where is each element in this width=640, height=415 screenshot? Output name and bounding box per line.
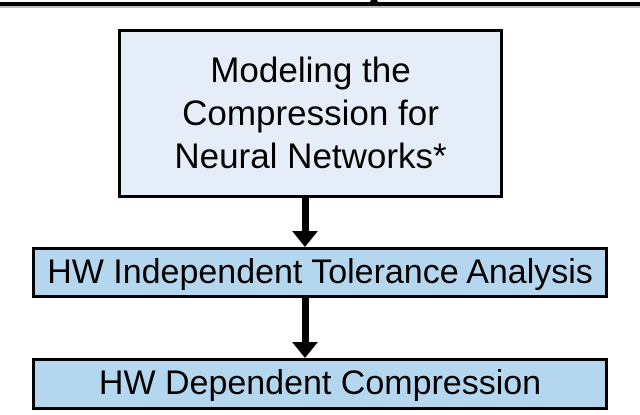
flow-node-modeling: Modeling the Compression for Neural Netw… <box>118 29 503 198</box>
flow-arrow-1 <box>292 197 318 247</box>
header-rule <box>0 2 640 6</box>
cropped-text-fragment <box>369 0 379 3</box>
flow-node-hw-dependent-compression: HW Dependent Compression <box>32 358 608 410</box>
arrow-shaft <box>301 297 309 344</box>
flow-arrow-2 <box>292 297 318 358</box>
flow-node-hw-dependent-label: HW Dependent Compression <box>98 364 542 403</box>
flow-node-hw-independent-tolerance-analysis: HW Independent Tolerance Analysis <box>32 247 608 298</box>
arrow-shaft <box>301 197 309 233</box>
down-arrow-icon <box>292 342 318 358</box>
flow-node-modeling-label: Modeling the Compression for Neural Netw… <box>174 50 447 177</box>
flow-node-hw-independent-label: HW Independent Tolerance Analysis <box>47 252 593 291</box>
down-arrow-icon <box>292 231 318 247</box>
